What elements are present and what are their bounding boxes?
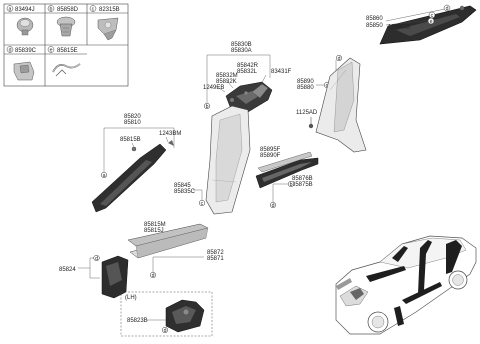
label-85835C: 85835C: [174, 189, 196, 195]
clip-d-icon: [13, 61, 35, 81]
svg-text:d: d: [95, 256, 98, 262]
label-85871: 85871: [207, 256, 224, 262]
label-85815M: 85815M: [144, 222, 166, 228]
lh-cowl-trim: [165, 299, 205, 333]
callout-d-top: [443, 4, 451, 12]
a-pillar-trim: [91, 140, 174, 213]
label-85824: 85824: [59, 267, 76, 273]
clip-c-icon: [97, 17, 119, 41]
legend-part-c: 82315B: [99, 7, 120, 13]
svg-text:a: a: [103, 173, 106, 179]
label-85830A: 85830A: [231, 48, 252, 54]
leaders-b-upper: [206, 54, 271, 105]
label-83431F: 83431F: [271, 69, 292, 75]
label-85860: 85860: [366, 16, 383, 22]
svg-text:c: c: [431, 13, 434, 19]
label-85830B: 85830B: [231, 42, 252, 48]
label-85876B: 85876B: [292, 176, 313, 182]
legend-letter-b: b: [50, 7, 53, 13]
label-85880: 85880: [297, 85, 314, 91]
legend-letter-c: c: [92, 7, 95, 13]
svg-text:d: d: [338, 56, 341, 62]
clip-a-icon: [16, 17, 34, 36]
label-1249GB: 1249GB: [388, 25, 410, 31]
legend-item-b: b 85858D: [47, 5, 79, 37]
quarter-trim: [315, 57, 367, 153]
bolt-1125AD: [308, 117, 314, 129]
car-overview: [335, 235, 477, 335]
label-85872: 85872: [207, 250, 224, 256]
label-85832L: 85832L: [237, 69, 258, 75]
label-85832M: 85832M: [216, 73, 238, 79]
svg-text:b: b: [290, 182, 293, 188]
label-1249EB: 1249EB: [203, 85, 224, 91]
label-85845: 85845: [174, 183, 191, 189]
legend-part-e: 85815E: [57, 48, 78, 54]
callout-e-top: [427, 17, 435, 25]
legend-item-a: a 83494J: [6, 5, 35, 36]
label-85815J: 85815J: [144, 228, 164, 234]
b-pillar-lower-trim: [205, 105, 251, 215]
lh-inset-box: [120, 291, 213, 337]
svg-text:d: d: [272, 203, 275, 209]
legend-part-a: 83494J: [15, 7, 35, 13]
clip-b-icon: [56, 16, 76, 37]
cowl-side-trim: [101, 255, 129, 299]
label-85875B: 85875B: [292, 182, 313, 188]
label-85850: 85850: [366, 23, 383, 29]
svg-text:d: d: [164, 328, 167, 334]
label-85842R: 85842R: [237, 63, 259, 69]
svg-text:b: b: [206, 104, 209, 110]
label-85815B: 85815B: [120, 137, 141, 143]
leaders-c-upper: [385, 8, 446, 26]
legend-item-c: c 82315B: [89, 5, 120, 41]
label-1125AD: 1125AD: [296, 110, 318, 116]
legend-letter-d: d: [9, 48, 12, 54]
svg-text:c: c: [201, 201, 204, 207]
label-85890F: 85890F: [260, 153, 281, 159]
svg-text:e: e: [430, 19, 433, 25]
legend-item-e: e 85815E: [47, 46, 81, 77]
label-85810: 85810: [124, 120, 141, 126]
lh-tag: (LH): [125, 295, 137, 301]
label-85832K: 85832K: [216, 79, 237, 85]
svg-text:d: d: [446, 6, 449, 12]
label-85820: 85820: [124, 114, 141, 120]
legend-part-b: 85858D: [57, 7, 79, 13]
legend-letter-e: e: [50, 48, 53, 54]
label-85890: 85890: [297, 79, 314, 85]
legend-table: [3, 3, 129, 87]
label-85823B: 85823B: [127, 318, 148, 324]
legend-letter-a: a: [9, 7, 12, 13]
legend-part-d: 85839C: [15, 48, 37, 54]
svg-text:d: d: [152, 273, 155, 279]
svg-text:c: c: [326, 83, 329, 89]
front-door-scuff: [127, 223, 209, 259]
b-pillar-upper-trim: [225, 81, 273, 113]
label-1243BM: 1243BM: [159, 131, 181, 137]
label-85895F: 85895F: [260, 147, 281, 153]
legend-item-d: d 85839C: [6, 46, 37, 81]
rear-door-scuff: [255, 151, 319, 189]
c-pillar-upper-trim: [379, 5, 477, 45]
clip-e-icon: [52, 63, 81, 77]
